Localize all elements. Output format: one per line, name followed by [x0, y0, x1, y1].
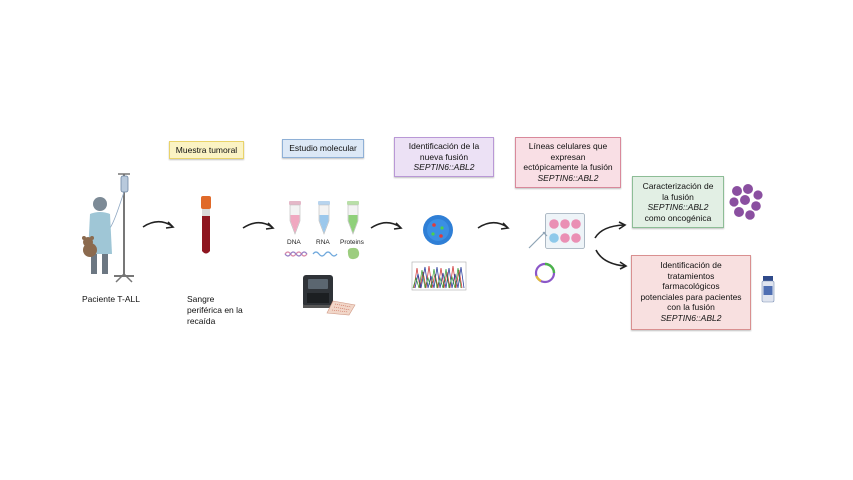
cell-lines-line-2: expresan [550, 151, 586, 162]
branch-arrow-down [595, 249, 628, 270]
blood-tube-icon [201, 196, 211, 254]
flow-arrow-4 [477, 221, 510, 230]
treatment-line-4: potenciales para pacientes [640, 291, 742, 302]
molecular-study-header-text: Estudio molecular [289, 143, 357, 153]
identification-line-2: nueva fusión [419, 151, 469, 162]
treatment-line-5: con la fusión [667, 302, 715, 312]
flow-arrow-3 [370, 221, 403, 230]
treatment-line-3: farmacológicos [662, 281, 720, 291]
flow-arrow-1 [142, 220, 175, 229]
molecular-study-header: Estudio molecular [282, 139, 364, 158]
treatment-line-2: tratamientos [667, 270, 715, 281]
sample-caption-line-2: periférica en la [187, 305, 243, 315]
dna-label: DNA [287, 239, 301, 246]
branch-arrow-up [594, 221, 627, 239]
patient-label: Paciente T-ALL [82, 294, 140, 304]
cell-lines-line-3: ectópicamente la fusión [523, 162, 613, 172]
tumor-sample-header: Muestra tumoral [169, 141, 244, 159]
rna-tube-icon [318, 201, 330, 235]
sample-caption-line-3: recaída [187, 316, 216, 326]
characterization-line-1: Caracterización de [642, 181, 714, 191]
characterization-box: Caracterización de la fusión SEPTIN6::AB… [632, 176, 724, 228]
identification-fusion: SEPTIN6::ABL2 [413, 162, 475, 172]
identification-header: Identificación de la nueva fusión SEPTIN… [394, 137, 494, 177]
tumor-cells-cluster-icon [729, 184, 763, 220]
sequencing-chromatogram [411, 261, 467, 291]
sample-caption-line-1: Sangre [187, 294, 215, 304]
well-plate-icon [545, 213, 585, 249]
rna-label: RNA [316, 239, 330, 246]
drug-bottle-icon [761, 276, 775, 303]
rna-strand-icon [312, 251, 338, 257]
sample-caption: Sangre periférica en la recaída [187, 294, 243, 327]
dna-helix-icon [284, 251, 308, 257]
characterization-fusion: SEPTIN6::ABL2 [647, 202, 709, 212]
treatment-fusion: SEPTIN6::ABL2 [660, 312, 722, 323]
tumor-sample-header-text: Muestra tumoral [175, 145, 238, 155]
pipette-icon [528, 231, 548, 249]
sequencer-machine-icon [303, 275, 356, 316]
patient-illustration [82, 173, 134, 283]
treatment-line-1: Identificación de [660, 260, 722, 270]
plasmid-icon [534, 262, 556, 284]
cell-lines-header: Líneas celulares que expresan ectópicame… [515, 137, 621, 188]
protein-tube-icon [347, 201, 359, 235]
characterization-line-3: como oncogénica [644, 212, 712, 223]
cell-lines-line-1: Líneas celulares que [528, 141, 608, 151]
cell-lines-fusion: SEPTIN6::ABL2 [537, 172, 599, 183]
dna-tube-icon [289, 201, 301, 235]
proteins-label: Proteins [340, 239, 364, 246]
flow-arrow-2 [242, 221, 275, 230]
characterization-line-2: la fusión [662, 191, 694, 202]
treatment-box: Identificación de tratamientos farmacoló… [631, 255, 751, 330]
identification-line-1: Identificación de la [408, 141, 480, 151]
protein-blob-icon [347, 247, 360, 260]
cell-fish-icon [423, 215, 453, 245]
